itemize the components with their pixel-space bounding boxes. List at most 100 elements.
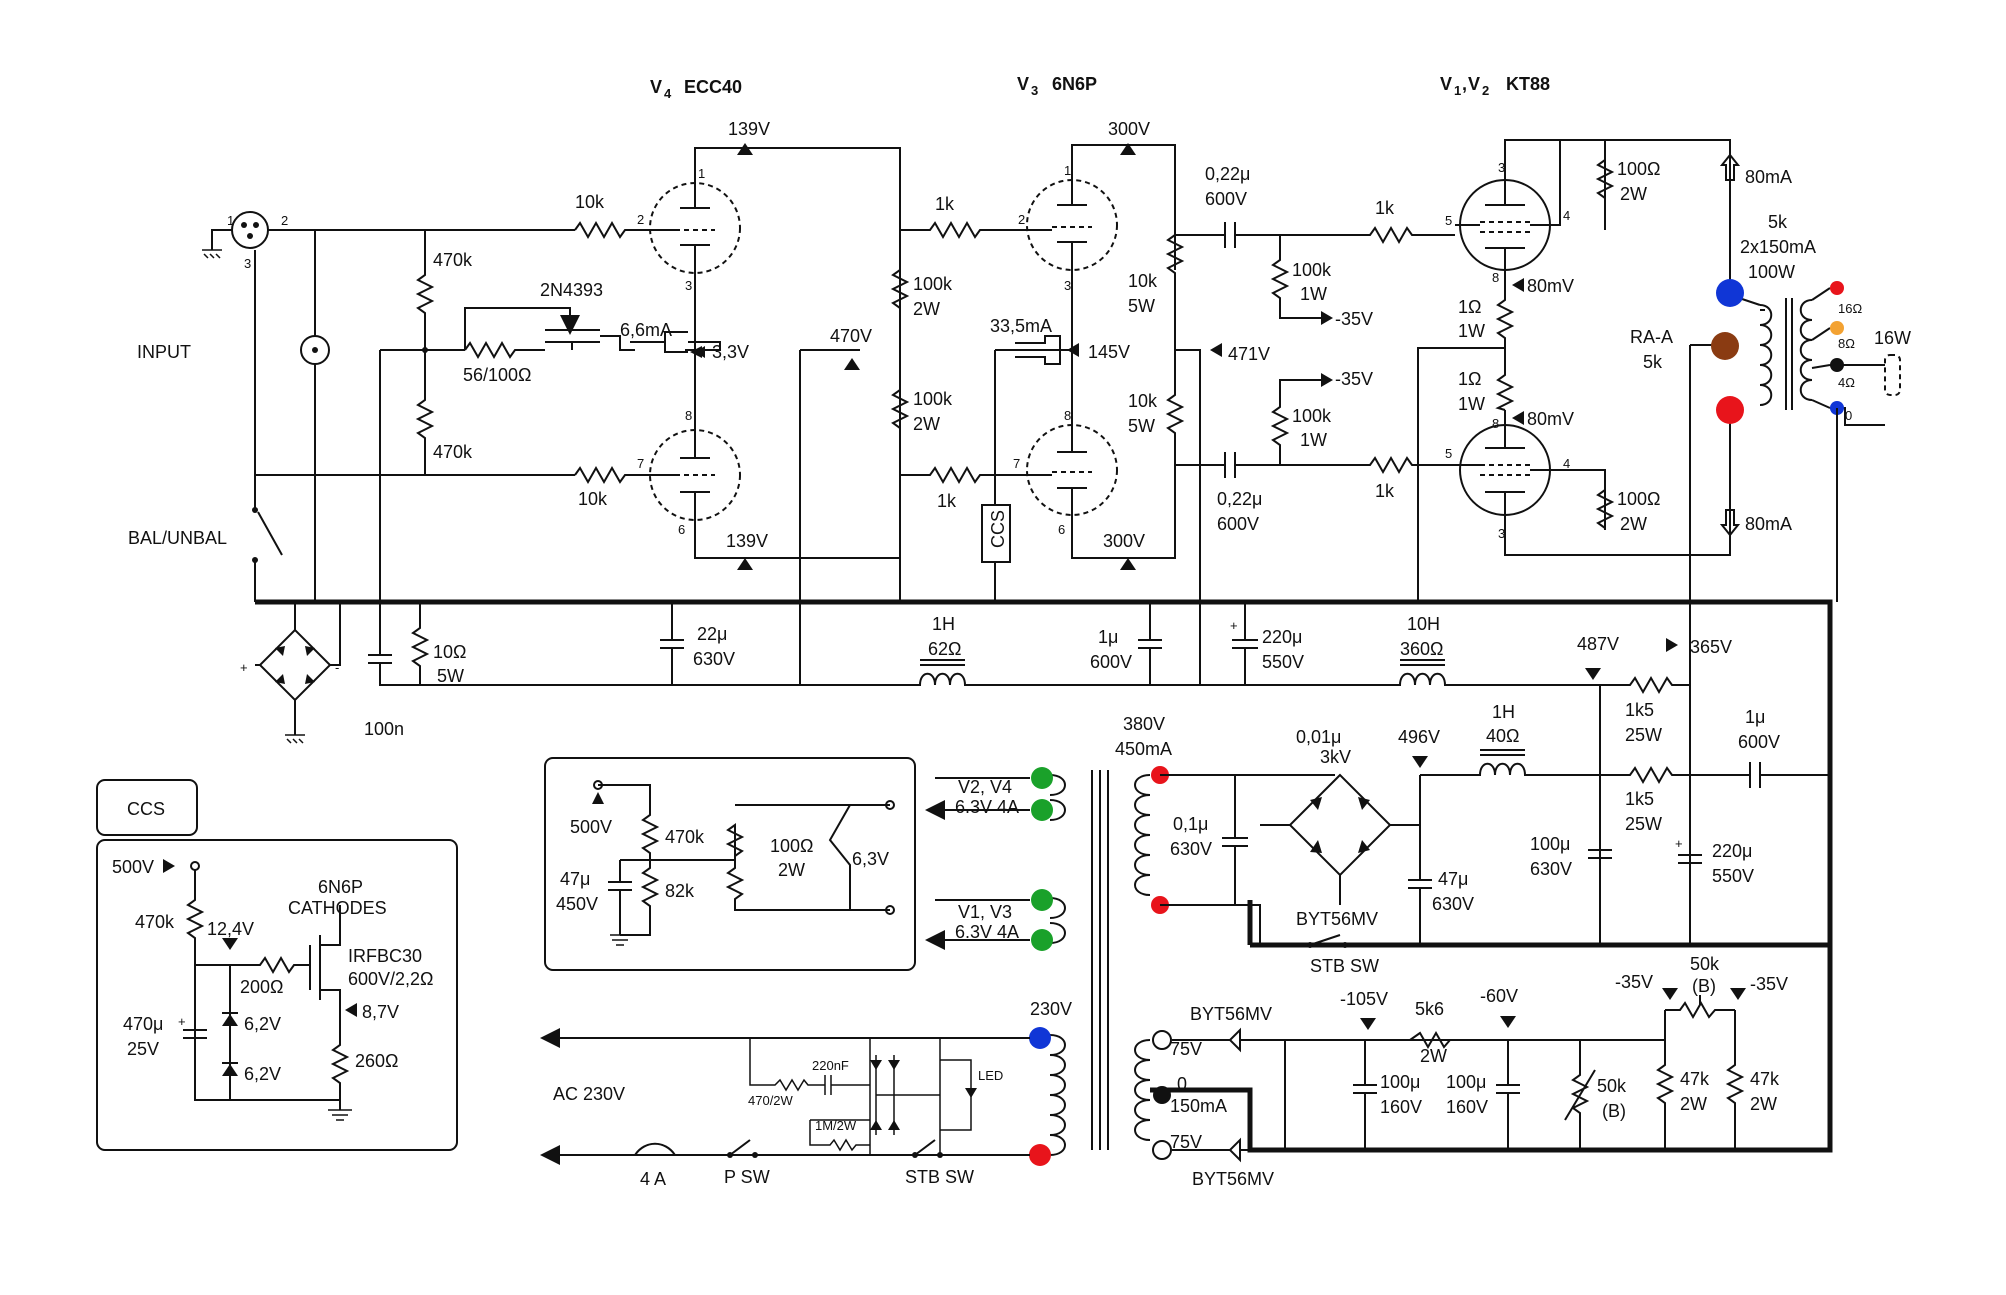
svg-text:4: 4 bbox=[1563, 456, 1570, 471]
stb-snubber bbox=[749, 1038, 941, 1155]
svg-text:6,3V: 6,3V bbox=[852, 849, 889, 869]
svg-text:1: 1 bbox=[227, 213, 234, 228]
coupling-cap-top bbox=[1175, 222, 1280, 248]
bias-bus bbox=[1150, 945, 1833, 1153]
tap-brown-terminal bbox=[1711, 332, 1739, 360]
svg-text:5: 5 bbox=[1445, 446, 1452, 461]
svg-text:16W: 16W bbox=[1874, 328, 1911, 348]
svg-text:,: , bbox=[1462, 74, 1467, 94]
screen-resistor-bot bbox=[1595, 489, 1615, 529]
svg-text:3: 3 bbox=[1498, 160, 1505, 175]
svg-text:1k5: 1k5 bbox=[1625, 789, 1654, 809]
svg-text:22μ: 22μ bbox=[697, 624, 727, 644]
svg-text:5W: 5W bbox=[437, 666, 464, 686]
svg-text:CCS: CCS bbox=[988, 510, 1008, 548]
svg-text:40Ω: 40Ω bbox=[1486, 726, 1519, 746]
svg-text:3: 3 bbox=[1498, 526, 1505, 541]
svg-text:47k: 47k bbox=[1750, 1069, 1780, 1089]
svg-text:3: 3 bbox=[1031, 83, 1038, 98]
cap-c4 bbox=[1690, 762, 1830, 788]
svg-text:630V: 630V bbox=[1530, 859, 1572, 879]
stb-switch-mains[interactable] bbox=[912, 1139, 943, 1158]
svg-text:10k: 10k bbox=[1128, 271, 1158, 291]
svg-text:1μ: 1μ bbox=[1745, 707, 1765, 727]
bleed-resistor bbox=[410, 602, 430, 685]
svg-text:550V: 550V bbox=[1262, 652, 1304, 672]
choke-l3 bbox=[1420, 762, 1600, 776]
bal-unbal-switch[interactable] bbox=[252, 475, 283, 602]
resistor-5k6 bbox=[1409, 1030, 1451, 1050]
v4-plate-top-voltage: 139V bbox=[728, 119, 770, 139]
svg-text:8: 8 bbox=[1492, 270, 1499, 285]
current-arrow-v3 bbox=[1015, 335, 1061, 365]
current-arrow-bot bbox=[1719, 509, 1741, 537]
svg-text:CCS: CCS bbox=[127, 799, 165, 819]
svg-text:1H: 1H bbox=[1492, 702, 1515, 722]
svg-text:+: + bbox=[178, 1014, 186, 1029]
svg-text:2W: 2W bbox=[1620, 514, 1647, 534]
ground-symbol bbox=[202, 249, 222, 259]
svg-text:2: 2 bbox=[1482, 83, 1489, 98]
bias-pot-2[interactable] bbox=[1665, 995, 1735, 1020]
resistor-1k5-b bbox=[1600, 765, 1690, 785]
svg-text:160V: 160V bbox=[1380, 1097, 1422, 1117]
tube-v4-top: 1 2 3 bbox=[637, 147, 901, 602]
tube-v1-kt88: 3 4 5 8 bbox=[1445, 139, 1606, 285]
svg-text:80mV: 80mV bbox=[1527, 276, 1574, 296]
grid-resistor-v4-top bbox=[574, 220, 650, 240]
ccs-detail-box bbox=[96, 839, 458, 1151]
svg-text:630V: 630V bbox=[1170, 839, 1212, 859]
svg-text:10Ω: 10Ω bbox=[433, 642, 466, 662]
svg-text:6.3V 4A: 6.3V 4A bbox=[955, 797, 1019, 817]
svg-text:0,22μ: 0,22μ bbox=[1205, 164, 1250, 184]
svg-text:500V: 500V bbox=[570, 817, 612, 837]
svg-text:1k: 1k bbox=[935, 194, 955, 214]
svg-text:500V: 500V bbox=[112, 857, 154, 877]
svg-text:5k: 5k bbox=[1643, 352, 1663, 372]
svg-text:BYT56MV: BYT56MV bbox=[1192, 1169, 1274, 1189]
svg-text:470k: 470k bbox=[135, 912, 175, 932]
svg-text:47k: 47k bbox=[1680, 1069, 1710, 1089]
svg-text:1W: 1W bbox=[1300, 430, 1327, 450]
svg-text:6,2V: 6,2V bbox=[244, 1064, 281, 1084]
resistor-1k5-a bbox=[1600, 675, 1690, 695]
svg-text:600V: 600V bbox=[1090, 652, 1132, 672]
svg-text:470k: 470k bbox=[433, 250, 473, 270]
stb-switch-hv[interactable] bbox=[1307, 934, 1830, 948]
svg-text:8: 8 bbox=[1492, 416, 1499, 431]
svg-text:KT88: KT88 bbox=[1506, 74, 1550, 94]
fuse bbox=[634, 1142, 676, 1156]
signal-source-symbol bbox=[300, 230, 330, 602]
current-arrow-ccs bbox=[630, 331, 688, 353]
svg-text:2W: 2W bbox=[1420, 1046, 1447, 1066]
svg-text:7: 7 bbox=[1013, 456, 1020, 471]
svg-text:1M/2W: 1M/2W bbox=[815, 1118, 857, 1133]
svg-text:25W: 25W bbox=[1625, 725, 1662, 745]
mains-transformer bbox=[1049, 770, 1151, 1156]
bias-cap-2 bbox=[1496, 1040, 1520, 1150]
choke-l2 bbox=[1200, 659, 1600, 686]
svg-text:V: V bbox=[650, 77, 662, 97]
svg-text:-35V: -35V bbox=[1615, 972, 1653, 992]
grid-resistor-v3-bot bbox=[900, 465, 1020, 485]
svg-text:6: 6 bbox=[678, 522, 685, 537]
svg-text:100Ω: 100Ω bbox=[770, 836, 814, 856]
tube-v3-top: 1 2 3 bbox=[1018, 144, 1176, 350]
svg-text:496V: 496V bbox=[1398, 727, 1440, 747]
svg-text:RA-A: RA-A bbox=[1630, 327, 1673, 347]
svg-text:STB SW: STB SW bbox=[905, 1167, 974, 1187]
svg-text:10H: 10H bbox=[1407, 614, 1440, 634]
bias-pot-1[interactable] bbox=[1564, 1040, 1596, 1150]
v3-plate-load-resistors bbox=[1165, 234, 1185, 470]
svg-text:25V: 25V bbox=[127, 1039, 159, 1059]
power-switch[interactable] bbox=[727, 1139, 758, 1158]
svg-text:5W: 5W bbox=[1128, 416, 1155, 436]
svg-text:12,4V: 12,4V bbox=[207, 919, 254, 939]
svg-text:47μ: 47μ bbox=[560, 869, 590, 889]
svg-text:1k: 1k bbox=[1375, 481, 1395, 501]
svg-text:100μ: 100μ bbox=[1380, 1072, 1420, 1092]
svg-text:+: + bbox=[1675, 836, 1683, 851]
svg-text:+: + bbox=[240, 660, 248, 675]
tube-v3-header: V 3 6N6P bbox=[1017, 74, 1097, 98]
bias-diode-bot bbox=[1172, 1040, 1286, 1163]
